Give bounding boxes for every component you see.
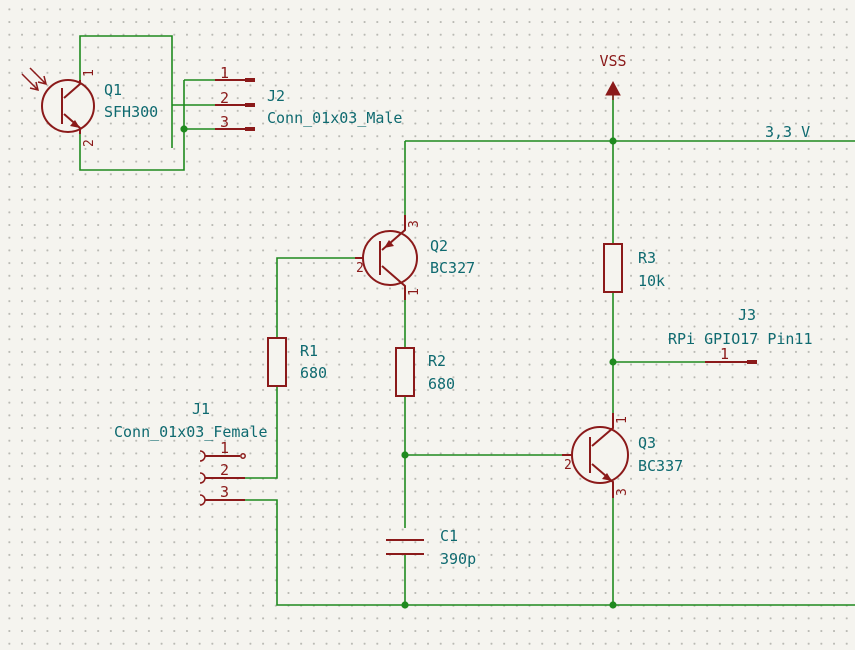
wire-ground-bus[interactable] (245, 499, 855, 606)
power-arrow-icon (605, 80, 621, 96)
pin-number: 3 (220, 113, 229, 131)
j1-value: Conn_01x03_Female (114, 423, 268, 441)
wire-q1-top[interactable] (79, 35, 173, 148)
wires (79, 35, 855, 606)
r2-resistor[interactable]: R2 680 (395, 347, 455, 397)
q2-emitter-arrow-icon (384, 240, 394, 248)
c1-ref: C1 (440, 527, 458, 545)
j3-value: RPi GPIO17 Pin11 (668, 330, 813, 348)
q3-collector-lead (591, 413, 614, 447)
wire-q1-bottom[interactable] (79, 80, 185, 171)
wire-q2-base-r1[interactable] (276, 257, 355, 337)
j1-socket-icon (199, 450, 206, 462)
q3-value: BC337 (638, 457, 683, 475)
r2-body (395, 347, 415, 397)
q2-value: BC327 (430, 259, 475, 277)
j1-ref: J1 (192, 400, 210, 418)
c1-value: 390p (440, 550, 476, 568)
j2-pin-head (245, 103, 255, 107)
pin-number: 1 (82, 69, 97, 77)
net-label-3v3[interactable]: 3,3 V (765, 123, 810, 141)
r3-ref: R3 (638, 249, 656, 267)
q1-body (41, 79, 95, 133)
q2-ref: Q2 (430, 237, 448, 255)
junction-dot (609, 358, 617, 366)
wire-r1-j1-pin2[interactable] (245, 387, 278, 479)
q1-emitter-arrow-icon (70, 120, 80, 128)
j1-connector[interactable]: 1 2 3 J1 Conn_01x03_Female (114, 400, 268, 506)
pin-number: 1 (220, 64, 229, 82)
j1-socket-icon (199, 494, 206, 506)
r2-value: 680 (428, 375, 455, 393)
pin-number: 2 (82, 139, 97, 147)
q2-collector-lead (381, 265, 406, 300)
pin-number: 2 (564, 458, 572, 473)
q2-transistor[interactable]: 1 2 3 Q2 BC327 (355, 215, 475, 300)
q3-body (571, 426, 629, 484)
pin-number: 1 (220, 439, 229, 457)
j2-pin-head (245, 78, 255, 82)
junction-dot (180, 125, 188, 133)
pin-number: 3 (220, 483, 229, 501)
q2-body (362, 230, 418, 286)
r1-ref: R1 (300, 342, 318, 360)
q3-emitter-lead (591, 463, 614, 498)
junction-dot (609, 601, 617, 609)
q3-ref: Q3 (638, 434, 656, 452)
j2-value: Conn_01x03_Male (267, 109, 402, 127)
q3-transistor[interactable]: 1 2 3 Q3 BC337 (562, 413, 683, 498)
q1-value: SFH300 (104, 103, 158, 121)
pin-number: 2 (220, 89, 229, 107)
junction-dot (401, 451, 409, 459)
r3-body (603, 243, 623, 293)
j1-socket-icon (199, 472, 206, 484)
pin-number: 2 (220, 461, 229, 479)
q1-ref: Q1 (104, 81, 122, 99)
light-ray-icon (21, 73, 40, 92)
junctions (180, 125, 617, 609)
pin-number: 1 (407, 288, 422, 296)
pin-number: 3 (407, 220, 422, 228)
q1-collector-lead (63, 80, 81, 99)
j2-connector[interactable]: 1 2 3 J2 Conn_01x03_Male (215, 64, 402, 131)
pin-number: 1 (720, 345, 729, 363)
j1-no-connect (240, 453, 246, 459)
junction-dot (609, 137, 617, 145)
j3-ref: J3 (738, 306, 756, 324)
light-ray-icon (29, 67, 48, 86)
q1-phototransistor[interactable]: 1 2 Q1 SFH300 (21, 67, 158, 147)
j3-connector[interactable]: 1 J3 RPi GPIO17 Pin11 (668, 306, 813, 364)
j2-ref: J2 (267, 87, 285, 105)
r2-ref: R2 (428, 352, 446, 370)
vss-label: VSS (599, 52, 626, 70)
r1-body (267, 337, 287, 387)
j2-pin-head (245, 127, 255, 131)
q3-emitter-arrow-icon (602, 473, 612, 481)
r3-value: 10k (638, 272, 665, 290)
pin-number: 1 (615, 416, 630, 424)
r3-resistor[interactable]: R3 10k (603, 243, 665, 293)
vss-power-symbol[interactable]: VSS (599, 52, 627, 100)
r1-resistor[interactable]: R1 680 (267, 337, 327, 387)
r1-value: 680 (300, 364, 327, 382)
pin-number: 3 (615, 488, 630, 496)
c1-capacitor[interactable]: C1 390p (386, 527, 476, 568)
pin-number: 2 (356, 261, 364, 276)
junction-dot (401, 601, 409, 609)
j3-pin-head (747, 360, 757, 364)
